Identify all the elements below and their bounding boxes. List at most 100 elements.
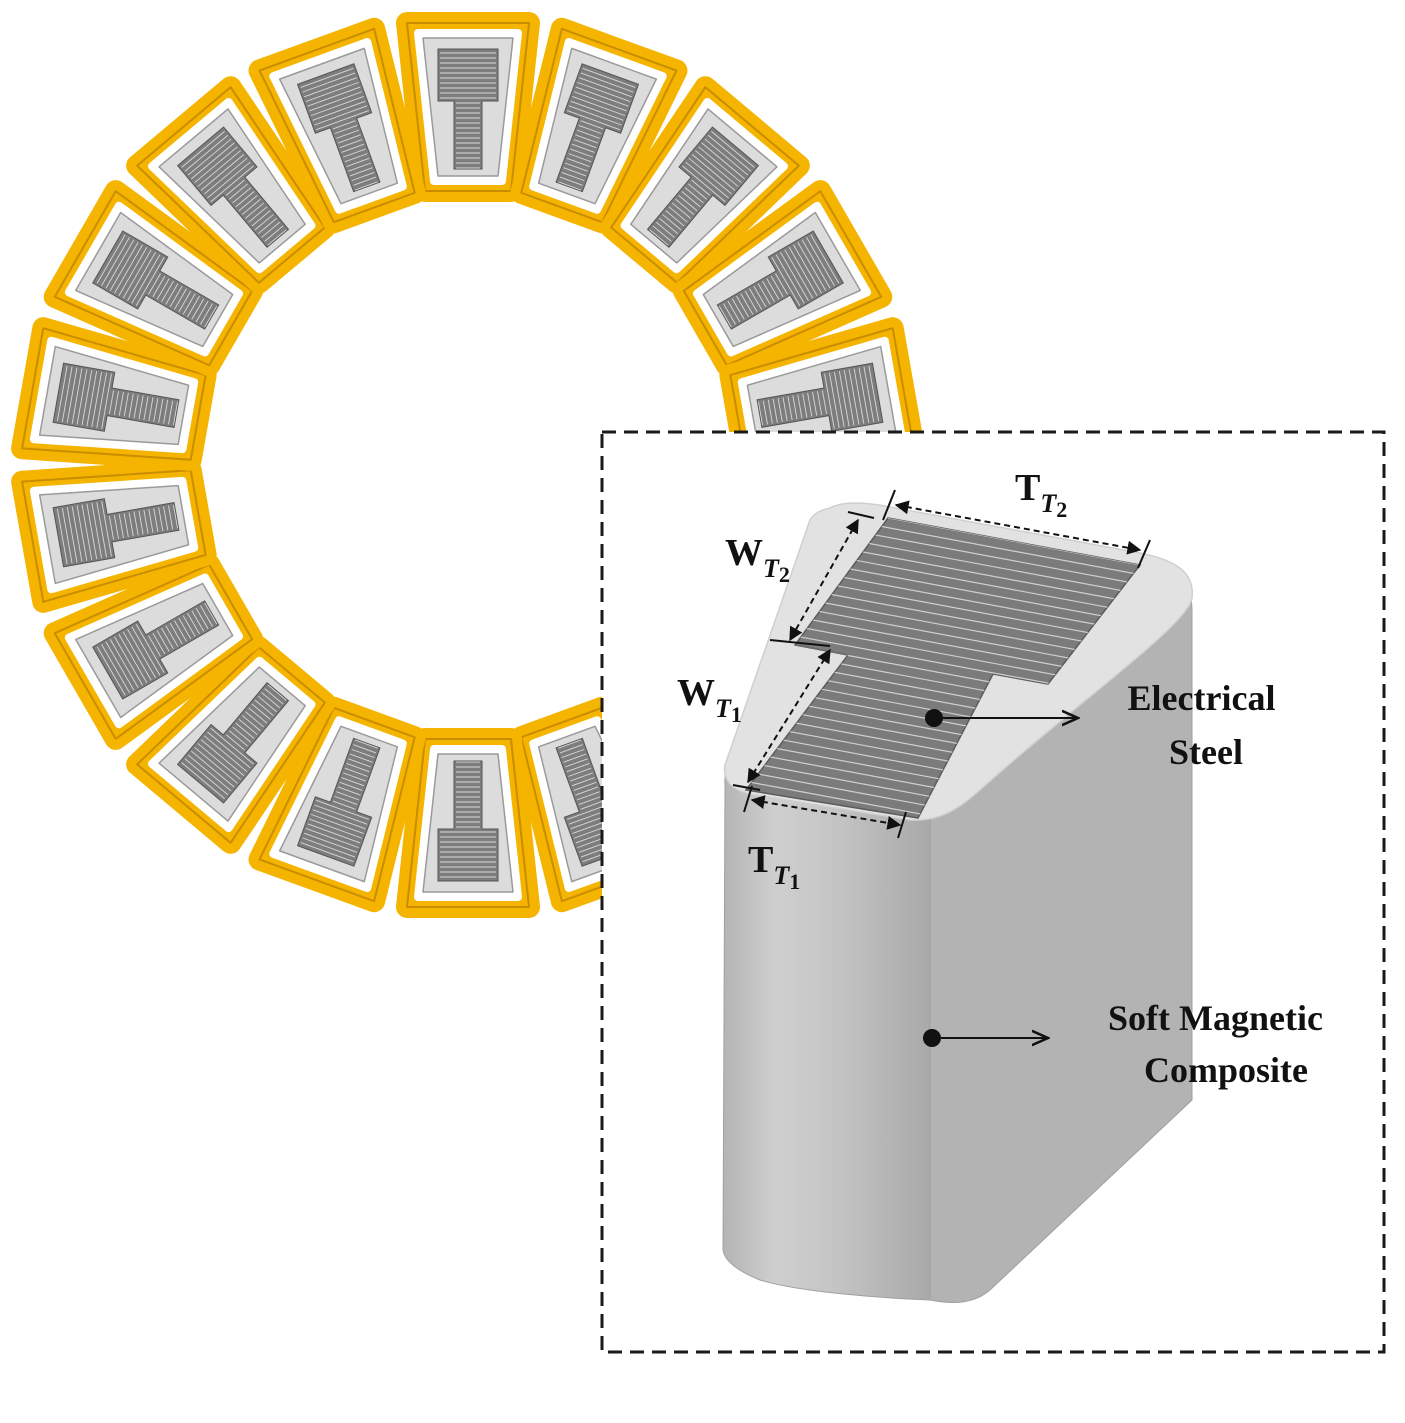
lamination-line [191, 750, 235, 788]
lamination-line [824, 373, 835, 429]
lamination-line [746, 658, 1140, 807]
steel-tooth [646, 126, 760, 248]
lamination-line [261, 692, 281, 709]
lamination-line [241, 198, 261, 215]
lamination-line [169, 285, 183, 308]
lamination-line [158, 507, 164, 532]
lamination-line [200, 154, 245, 191]
lamination-line [707, 134, 752, 172]
lamination-line [780, 252, 809, 301]
lamination-line [168, 400, 174, 425]
steel-tooth [756, 362, 884, 432]
lamination-line [580, 800, 604, 810]
lamination-line [113, 391, 119, 415]
lamination-line [76, 369, 88, 425]
lamination-line [746, 518, 1140, 639]
lamination-line [746, 518, 1140, 657]
dim-wt2-tick-bottom [769, 639, 831, 647]
lamination-line [344, 153, 368, 163]
lamination-line [133, 511, 139, 536]
label-wt2: WT2 [725, 532, 790, 587]
lamination-line [346, 157, 370, 167]
steel-tooth [437, 760, 499, 882]
lamination-line [332, 800, 356, 810]
lamination-line [91, 371, 103, 428]
lamination-line [232, 187, 252, 204]
lamination-line [682, 165, 726, 203]
lamination-line [863, 366, 875, 422]
lamination-line [172, 504, 179, 529]
lamination-line [168, 505, 174, 530]
stator-module [396, 728, 540, 918]
lamination-line [123, 392, 129, 417]
lamination-line [118, 514, 124, 539]
lamination-line [200, 303, 213, 325]
lamination-line [698, 146, 742, 184]
lamination-line [687, 183, 707, 200]
lamination-line [197, 743, 241, 780]
lamination-line [723, 303, 736, 325]
lamination-line [665, 210, 685, 227]
lamination-line [332, 120, 356, 130]
lamination-line [191, 142, 235, 180]
lamination-line [573, 91, 627, 112]
lamination-line [118, 247, 148, 296]
lamination-line [210, 165, 254, 203]
lamination-line [578, 125, 602, 135]
lamination-line [843, 370, 855, 426]
lamination-line [344, 767, 368, 777]
lamination-line [316, 799, 369, 820]
lamination-line [257, 217, 277, 235]
lamination-line [194, 146, 238, 184]
lamination-line [195, 607, 209, 630]
lamination-line [235, 722, 255, 739]
lamination-line [339, 139, 363, 149]
label-wt1: WT1 [677, 672, 742, 727]
stator-module [248, 17, 426, 234]
lamination-line [671, 202, 691, 219]
lamination-line [191, 298, 205, 320]
lamination-line [681, 191, 701, 208]
lamination-line [746, 593, 1140, 742]
lamination-line [746, 667, 1140, 816]
lamination-line [573, 781, 597, 791]
lamination-line [153, 398, 159, 422]
lamination-line [101, 237, 130, 286]
lamination-line [264, 688, 284, 705]
lamination-line [203, 157, 248, 195]
lamination-line [152, 632, 166, 655]
lamination-line [101, 373, 112, 429]
lamination-line [701, 142, 745, 180]
lamination-line [659, 217, 679, 235]
lamination-line [564, 162, 588, 172]
dim-tt2-tick-left [882, 489, 896, 521]
lamination-line [766, 278, 780, 300]
lamination-line [792, 395, 798, 420]
lamination-line [165, 625, 179, 647]
lamination-line [757, 283, 771, 305]
lamination-line [580, 120, 604, 130]
lamination-line [238, 718, 258, 736]
lamination-line [187, 612, 200, 635]
lamination-line [777, 398, 783, 422]
lamination-line [152, 275, 166, 298]
lamination-line [305, 81, 359, 102]
lamination-line [66, 367, 78, 423]
lamination-line [568, 153, 592, 163]
lamination-line [187, 138, 232, 176]
lamination-line [105, 239, 135, 289]
lamination-line [204, 305, 218, 328]
lamination-line [787, 396, 793, 421]
lamination-line [740, 293, 754, 315]
lamination-line [254, 699, 274, 716]
lamination-line [304, 77, 357, 98]
lamination-line [558, 181, 582, 191]
lamination-line [101, 501, 112, 557]
lamination-line [165, 283, 179, 305]
lamination-line [351, 171, 375, 182]
lamination-line [261, 221, 281, 238]
lamination-line [96, 234, 126, 284]
lamination-line [334, 795, 358, 805]
lamination-line [153, 508, 159, 532]
stator-module [248, 696, 426, 913]
